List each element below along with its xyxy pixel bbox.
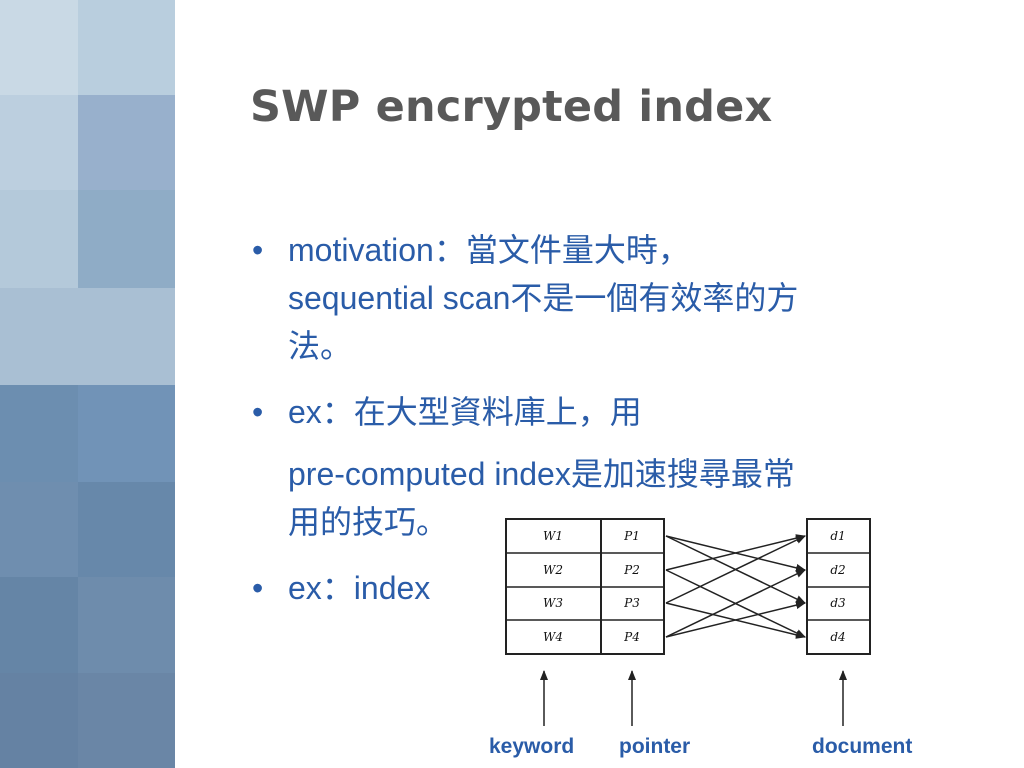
document-table bbox=[806, 518, 871, 655]
bullet-line: 法。 bbox=[288, 328, 353, 364]
keyword-pointer-table bbox=[505, 518, 665, 655]
band-tile bbox=[0, 190, 78, 288]
bullet-line: ex：在大型資料庫上，用 bbox=[288, 394, 642, 430]
band-tile bbox=[0, 577, 78, 673]
pointer-cell: P1 bbox=[623, 529, 640, 543]
band-tile bbox=[78, 577, 175, 673]
pointer-links bbox=[665, 534, 806, 639]
pointer-cell: P2 bbox=[623, 563, 640, 577]
bullet-line: 用的技巧。 bbox=[288, 504, 449, 540]
keyword-cell: W3 bbox=[543, 596, 563, 610]
keyword-cell: W1 bbox=[543, 529, 563, 543]
bullet-line: sequential scan不是一個有效率的方 bbox=[288, 280, 799, 316]
bullet-dot: • bbox=[252, 570, 264, 606]
bullet-line: ex：index bbox=[288, 570, 431, 606]
bullet-line: pre-computed index是加速搜尋最常 bbox=[288, 456, 795, 492]
band-tile bbox=[78, 385, 175, 482]
band-tile bbox=[0, 0, 78, 95]
document-cell: d1 bbox=[830, 529, 845, 543]
bullet-dot: • bbox=[252, 232, 264, 268]
keyword-cell: W2 bbox=[543, 563, 563, 577]
pointer-link-arrow bbox=[665, 601, 806, 638]
bullet-item: • motivation：當文件量大時， sequential scan不是一個… bbox=[252, 226, 952, 370]
band-tile bbox=[0, 288, 175, 385]
keyword-cell: W4 bbox=[543, 630, 563, 644]
bullet-item: • ex：在大型資料庫上，用 pre-computed index是加速搜尋最常… bbox=[252, 388, 952, 546]
band-tile bbox=[78, 95, 175, 190]
pointer-link-arrow bbox=[665, 569, 806, 638]
band-tile bbox=[78, 0, 175, 95]
pointer-link-arrow bbox=[665, 535, 806, 604]
pointer-cell: P4 bbox=[623, 630, 640, 644]
bullet-line: motivation：當文件量大時， bbox=[288, 232, 690, 268]
band-tile bbox=[0, 95, 78, 190]
slide-title: SWP encrypted index bbox=[250, 82, 773, 132]
band-tile bbox=[78, 190, 175, 288]
band-tile bbox=[0, 385, 78, 482]
band-tile bbox=[0, 482, 78, 577]
document-cell: d2 bbox=[830, 563, 845, 577]
pointer-link-arrow bbox=[665, 534, 806, 571]
pointer-caption: pointer bbox=[619, 735, 691, 758]
bullet-item: • ex：index bbox=[252, 564, 952, 612]
bullet-dot: • bbox=[252, 394, 264, 430]
document-cell: d3 bbox=[830, 596, 846, 610]
document-caption: document bbox=[812, 735, 913, 758]
document-cell: d4 bbox=[830, 630, 845, 644]
keyword-caption: keyword bbox=[489, 735, 575, 758]
band-tile bbox=[78, 482, 175, 577]
pointer-cell: P3 bbox=[623, 596, 640, 610]
band-tile bbox=[0, 673, 78, 768]
bullet-list: • motivation：當文件量大時， sequential scan不是一個… bbox=[252, 226, 952, 612]
band-tile bbox=[78, 673, 175, 768]
